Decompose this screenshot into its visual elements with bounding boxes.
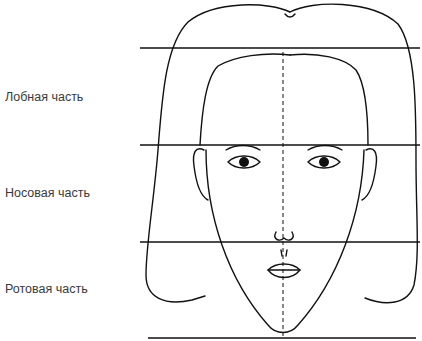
pupil	[319, 157, 329, 167]
proportion-line	[148, 337, 416, 339]
center-axis	[283, 52, 284, 336]
ear	[193, 149, 208, 200]
eye	[228, 156, 260, 168]
part-label: Лобная часть	[5, 90, 83, 104]
eyebrow	[226, 146, 260, 151]
nose	[275, 232, 293, 240]
eyebrow	[308, 146, 342, 151]
mouth	[268, 269, 300, 270]
hair-outline	[146, 5, 290, 302]
hair-outline	[290, 4, 417, 303]
mouth	[268, 264, 300, 278]
part-label: Носовая часть	[5, 186, 90, 200]
hairline	[200, 54, 290, 145]
eye	[308, 156, 340, 168]
philtrum	[281, 250, 287, 256]
proportion-line	[140, 241, 420, 243]
ear	[362, 149, 377, 200]
pupil	[239, 157, 249, 167]
part-label: Ротовая часть	[5, 282, 88, 296]
hairline	[290, 54, 368, 145]
hair-parting	[285, 14, 295, 17]
proportion-line	[140, 144, 420, 146]
proportion-line	[140, 47, 420, 49]
